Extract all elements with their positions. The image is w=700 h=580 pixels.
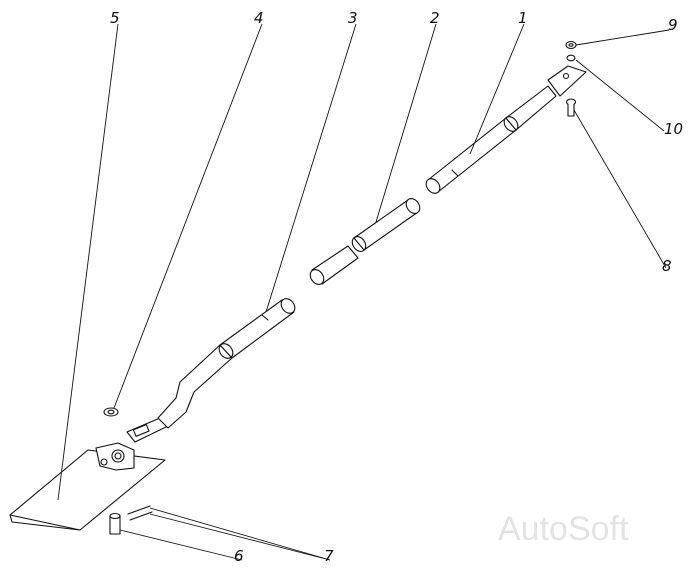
- callout-6: 6: [234, 547, 244, 565]
- callout-7: 7: [324, 547, 334, 565]
- callout-9: 9: [668, 16, 678, 34]
- part-7-cotter-pins: [127, 505, 153, 521]
- callout-3: 3: [348, 9, 358, 27]
- callout-5: 5: [110, 9, 120, 27]
- callout-10: 10: [664, 120, 683, 138]
- callout-8: 8: [662, 257, 672, 275]
- part-9-nut: [565, 40, 577, 50]
- part-8-bolt: [565, 98, 577, 117]
- part-2-middle-tube: [309, 198, 421, 285]
- part-4-washer: [103, 407, 119, 417]
- callout-4: 4: [254, 9, 264, 27]
- watermark-text: AutoSoft: [498, 510, 629, 548]
- callout-2: 2: [430, 9, 440, 27]
- leader-lines: [57, 23, 670, 561]
- part-10-washer: [566, 54, 576, 62]
- part-3-lower-rod: [126, 298, 296, 443]
- part-6-pin: [109, 512, 121, 535]
- part-5-base-plate: [9, 442, 166, 531]
- part-1-upper-rod: [425, 65, 587, 194]
- callout-1: 1: [518, 9, 528, 27]
